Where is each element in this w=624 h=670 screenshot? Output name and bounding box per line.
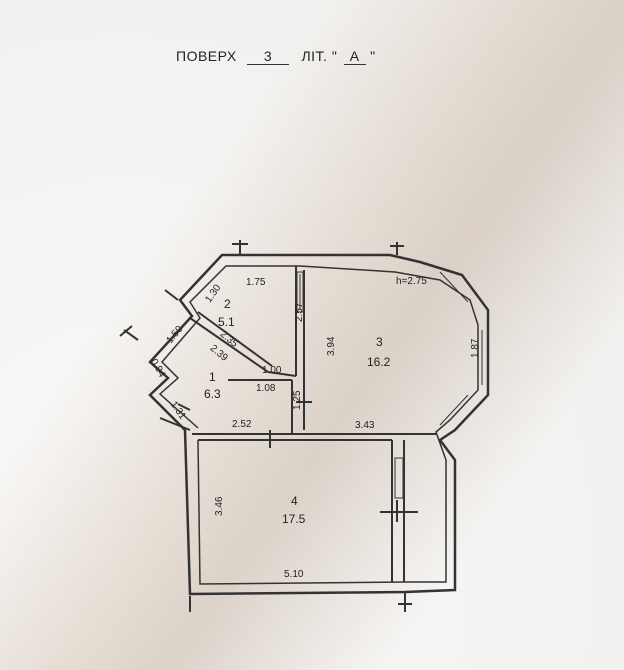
plan-walls (119, 240, 490, 612)
wall-2-bottom (267, 371, 297, 377)
room-3-area: 16.2 (367, 355, 391, 369)
floor-label: ПОВЕРХ (176, 48, 237, 64)
dim-1-08: 1.08 (256, 383, 276, 394)
floor-header: ПОВЕРХ 3 ЛІТ. " А " (176, 48, 376, 65)
lit-label: ЛІТ. " (301, 48, 338, 64)
dim-1-00: 1.00 (262, 365, 282, 376)
floor-value: 3 (247, 48, 290, 65)
room-2-number: 2 (224, 297, 231, 311)
room-4-number: 4 (291, 494, 298, 508)
room-3-number: 3 (376, 335, 383, 349)
door-2-3 (296, 271, 304, 313)
outer-wall-inner (158, 265, 479, 585)
dim-3-46: 3.46 (214, 496, 225, 516)
dim-1-87: 1.87 (470, 338, 481, 358)
lit-value: А (343, 48, 366, 65)
wall-ticks (119, 240, 418, 612)
dim-3-94: 3.94 (326, 336, 337, 356)
lit-close: " (370, 48, 376, 64)
room-4-area: 17.5 (282, 512, 306, 526)
ceiling-height: h=2.75 (396, 276, 427, 287)
dim-1-75: 1.75 (246, 277, 266, 288)
dim-5-10: 5.10 (284, 569, 304, 580)
door-4-side (394, 457, 404, 499)
dim-3-43: 3.43 (355, 420, 375, 431)
dim-2-39: 2.39 (208, 343, 230, 364)
dim-2-52: 2.52 (232, 419, 252, 430)
outer-wall (148, 253, 490, 596)
room-1-number: 1 (209, 370, 216, 384)
wall-1-2 (189, 317, 269, 373)
dim-2-57: 2.57 (294, 302, 305, 322)
room-2-area: 5.1 (218, 315, 235, 329)
bay-window-bottom (439, 394, 469, 426)
dim-1-31: 1.31 (168, 399, 188, 422)
wall-1-2-inner (197, 311, 273, 367)
dim-1-25: 1.25 (292, 390, 303, 410)
bay-window-top (439, 271, 469, 303)
room-1-area: 6.3 (204, 387, 221, 401)
